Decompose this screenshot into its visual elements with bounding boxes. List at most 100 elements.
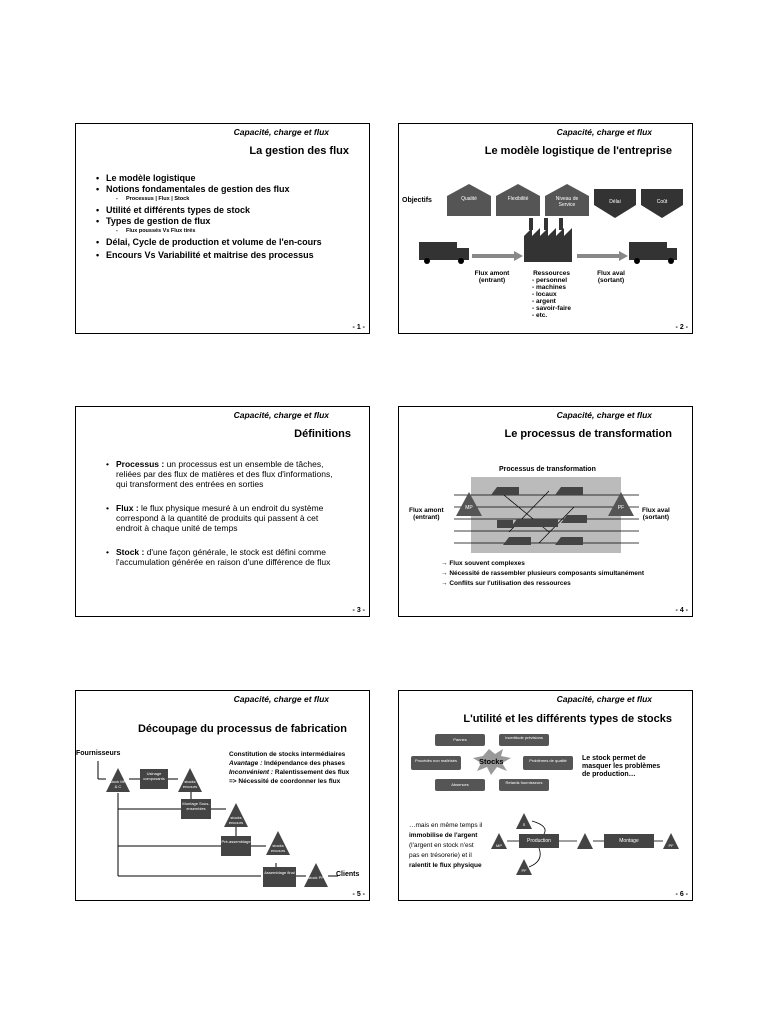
node-stock-encours: stocks encours (270, 843, 286, 853)
bullet: Délai, Cycle de production et volume de … (96, 237, 322, 248)
truck-icon (629, 242, 667, 260)
objective-qualite: Qualité (461, 196, 477, 202)
page-number: - 2 - (675, 324, 688, 331)
flow-arrow (472, 254, 514, 258)
stocks-diagram (411, 734, 679, 875)
node-assemblage-final: Assemblage final (264, 870, 295, 875)
sub-bullet: Processus | Flux | Stock (96, 195, 322, 203)
stock-triangle (304, 863, 328, 887)
flux-amont-label: Flux amont (entrant) (409, 507, 444, 521)
slide-5: Capacité, charge et flux Découpage du pr… (75, 690, 370, 901)
definition-processus: Processus : un processus est un ensemble… (106, 459, 341, 489)
transformation-points: → Flux souvent complexes → Nécessité de … (441, 560, 645, 587)
fournisseurs-label: Fournisseurs (76, 750, 121, 757)
stock-triangle (516, 859, 532, 875)
objectifs-label: Objectifs (402, 197, 432, 204)
slide-title: Découpage du processus de fabrication (137, 723, 347, 735)
flux-aval-label: Flux aval (sortant) (597, 270, 625, 284)
node-usinage: Usinage composants (143, 771, 165, 781)
slide-6: Capacité, charge et flux L'utilité et le… (398, 690, 693, 901)
flow-mp: MP (496, 843, 502, 848)
bullet-list: Le modèle logistique Notions fondamental… (96, 173, 322, 261)
bullet: Encours Vs Variabilité et maitrise des p… (96, 250, 322, 261)
cause-retards: Retards fournisseurs (505, 780, 543, 785)
transformation-diagram (454, 477, 639, 553)
node-stock-pf: stock PF (308, 875, 324, 880)
node-stock-mp: stock MP & C (109, 779, 127, 789)
slide-title: La gestion des flux (249, 145, 349, 157)
slide-header: Capacité, charge et flux (233, 410, 329, 420)
stock-triangle (106, 768, 130, 792)
pf-label: PF (617, 505, 625, 511)
down-arrow-shape (641, 189, 683, 218)
bullet: Types de gestion de flux (96, 216, 322, 227)
slide-title: Le modèle logistique de l'entreprise (484, 145, 672, 157)
stock-triangle (266, 831, 290, 855)
pf-triangle (608, 492, 634, 516)
mp-triangle (456, 492, 482, 516)
bullet: Le modèle logistique (96, 173, 322, 184)
stock-triangle (224, 803, 248, 827)
fabrication-diagram (97, 761, 338, 887)
cause-incertitude: Incertitude prévisions (505, 735, 543, 740)
slide-2: Capacité, charge et flux Le modèle logis… (398, 123, 693, 334)
objective-flexibilite: Flexibilité (507, 196, 529, 202)
slide-header: Capacité, charge et flux (233, 127, 329, 137)
mp-label: MP (465, 505, 473, 511)
flow-s: S (522, 822, 526, 827)
page-number: - 1 - (352, 324, 365, 331)
slide-title: Le processus de transformation (504, 428, 673, 440)
stock-drawbacks: …mais en même temps il immobilise de l'a… (409, 822, 483, 869)
objective-cout: Coût (656, 199, 668, 205)
commentary: Constitution de stocks intermédiaires Av… (229, 751, 350, 785)
slide-1: Capacité, charge et flux La gestion des … (75, 123, 370, 334)
cause-pannes: Pannes (453, 737, 467, 742)
objective-niveau-service: Niveau de Service (555, 196, 579, 208)
clients-label: Clients (336, 871, 360, 878)
flow-production: Production (527, 838, 551, 844)
flux-aval-label: Flux aval (sortant) (642, 507, 670, 521)
node-stock-encours: stocks encours (182, 779, 198, 789)
up-arrow-shape (545, 184, 589, 216)
up-arrow-shape (447, 184, 491, 216)
truck-icon (419, 242, 457, 260)
stock-triangle (178, 768, 202, 792)
stocks-label: Stocks (479, 757, 504, 766)
flow-montage: Montage (619, 838, 639, 844)
definitions: Processus : un processus est un ensemble… (106, 459, 341, 581)
slide-header: Capacité, charge et flux (556, 694, 652, 704)
stock-hides-problems: Le stock permet de masquer les problèmes… (582, 755, 661, 778)
flow-pf-stock: PF (521, 868, 527, 873)
stock-triangle (577, 833, 593, 849)
page-number: - 4 - (675, 607, 688, 614)
objective-delai: Délai (609, 199, 621, 205)
node-montage: Montage Sous-ensembles (182, 801, 210, 811)
slide-header: Capacité, charge et flux (233, 694, 329, 704)
stocks-burst (473, 749, 511, 775)
process-box (471, 477, 621, 553)
stock-triangle (491, 833, 507, 849)
slide-title: L'utilité et les différents types de sto… (463, 713, 672, 725)
flow-pf: PF (668, 843, 674, 848)
down-arrow-shape (594, 189, 636, 218)
stock-triangle (516, 813, 532, 829)
logistics-diagram (419, 184, 683, 264)
slide-header: Capacité, charge et flux (556, 127, 652, 137)
sub-bullet: Flux poussés Vs Flux tirés (96, 227, 322, 235)
flux-amont-label: Flux amont (entrant) (474, 270, 510, 284)
cause-qualite: Problèmes de qualité (529, 758, 567, 763)
definition-flux: Flux : le flux physique mesuré à un endr… (106, 503, 341, 533)
process-box-title: Processus de transformation (499, 466, 596, 473)
slide-header: Capacité, charge et flux (556, 410, 652, 420)
cause-procedes: Procédés non maîtrisés (414, 758, 458, 763)
definition-stock: Stock : d'une façon générale, le stock e… (106, 547, 341, 567)
node-pre-assemblage: Pré-assemblage (221, 839, 251, 844)
slide-4: Capacité, charge et flux Le processus de… (398, 406, 693, 617)
ressources-list: Ressources - personnel - machines - loca… (532, 270, 572, 319)
bullet: Notions fondamentales de gestion des flu… (96, 184, 322, 195)
stock-triangle (663, 833, 679, 849)
slide-title: Définitions (294, 428, 351, 440)
node-stock-encours: stocks encours (228, 815, 244, 825)
page-number: - 3 - (352, 607, 365, 614)
page-number: - 5 - (352, 891, 365, 898)
